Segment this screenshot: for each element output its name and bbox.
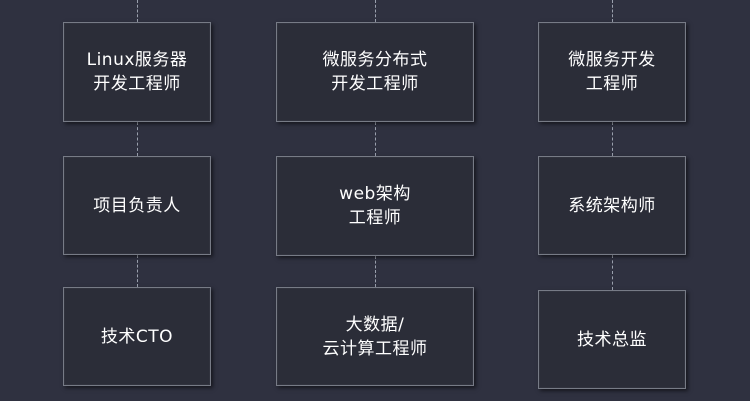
box-microservice-engineer: 微服务开发 工程师 <box>538 22 686 122</box>
box-project-lead: 项目负责人 <box>63 156 211 255</box>
box-label: 微服务分布式 开发工程师 <box>322 50 428 94</box>
connector-col2-row1-row2 <box>375 122 376 156</box>
box-label: 技术CTO <box>100 326 174 347</box>
box-label: 项目负责人 <box>93 195 181 216</box>
box-label: web架构 工程师 <box>339 184 411 228</box>
box-cto: 技术CTO <box>63 287 211 386</box>
box-label: Linux服务器 开发工程师 <box>86 50 188 94</box>
connector-col1-top <box>137 0 138 22</box>
connector-col2-row2-row3 <box>375 256 376 287</box>
box-web-architect: web架构 工程师 <box>276 156 474 256</box>
connector-col1-row2-row3 <box>137 255 138 287</box>
connector-col3-row2-row3 <box>612 255 613 290</box>
box-linux-server-engineer: Linux服务器 开发工程师 <box>63 22 211 122</box>
box-tech-director: 技术总监 <box>538 290 686 389</box>
connector-col2-top <box>375 0 376 22</box>
box-label: 技术总监 <box>577 329 647 350</box>
box-system-architect: 系统架构师 <box>538 156 686 255</box>
box-label: 微服务开发 工程师 <box>568 50 656 94</box>
box-bigdata-cloud-engineer: 大数据/ 云计算工程师 <box>276 287 474 386</box>
connector-col3-top <box>612 0 613 22</box>
connector-col3-row1-row2 <box>612 122 613 156</box>
box-microservice-distributed-engineer: 微服务分布式 开发工程师 <box>276 22 474 122</box>
box-label: 系统架构师 <box>568 195 656 216</box>
connector-col1-row1-row2 <box>137 122 138 156</box>
box-label: 大数据/ 云计算工程师 <box>322 314 428 359</box>
